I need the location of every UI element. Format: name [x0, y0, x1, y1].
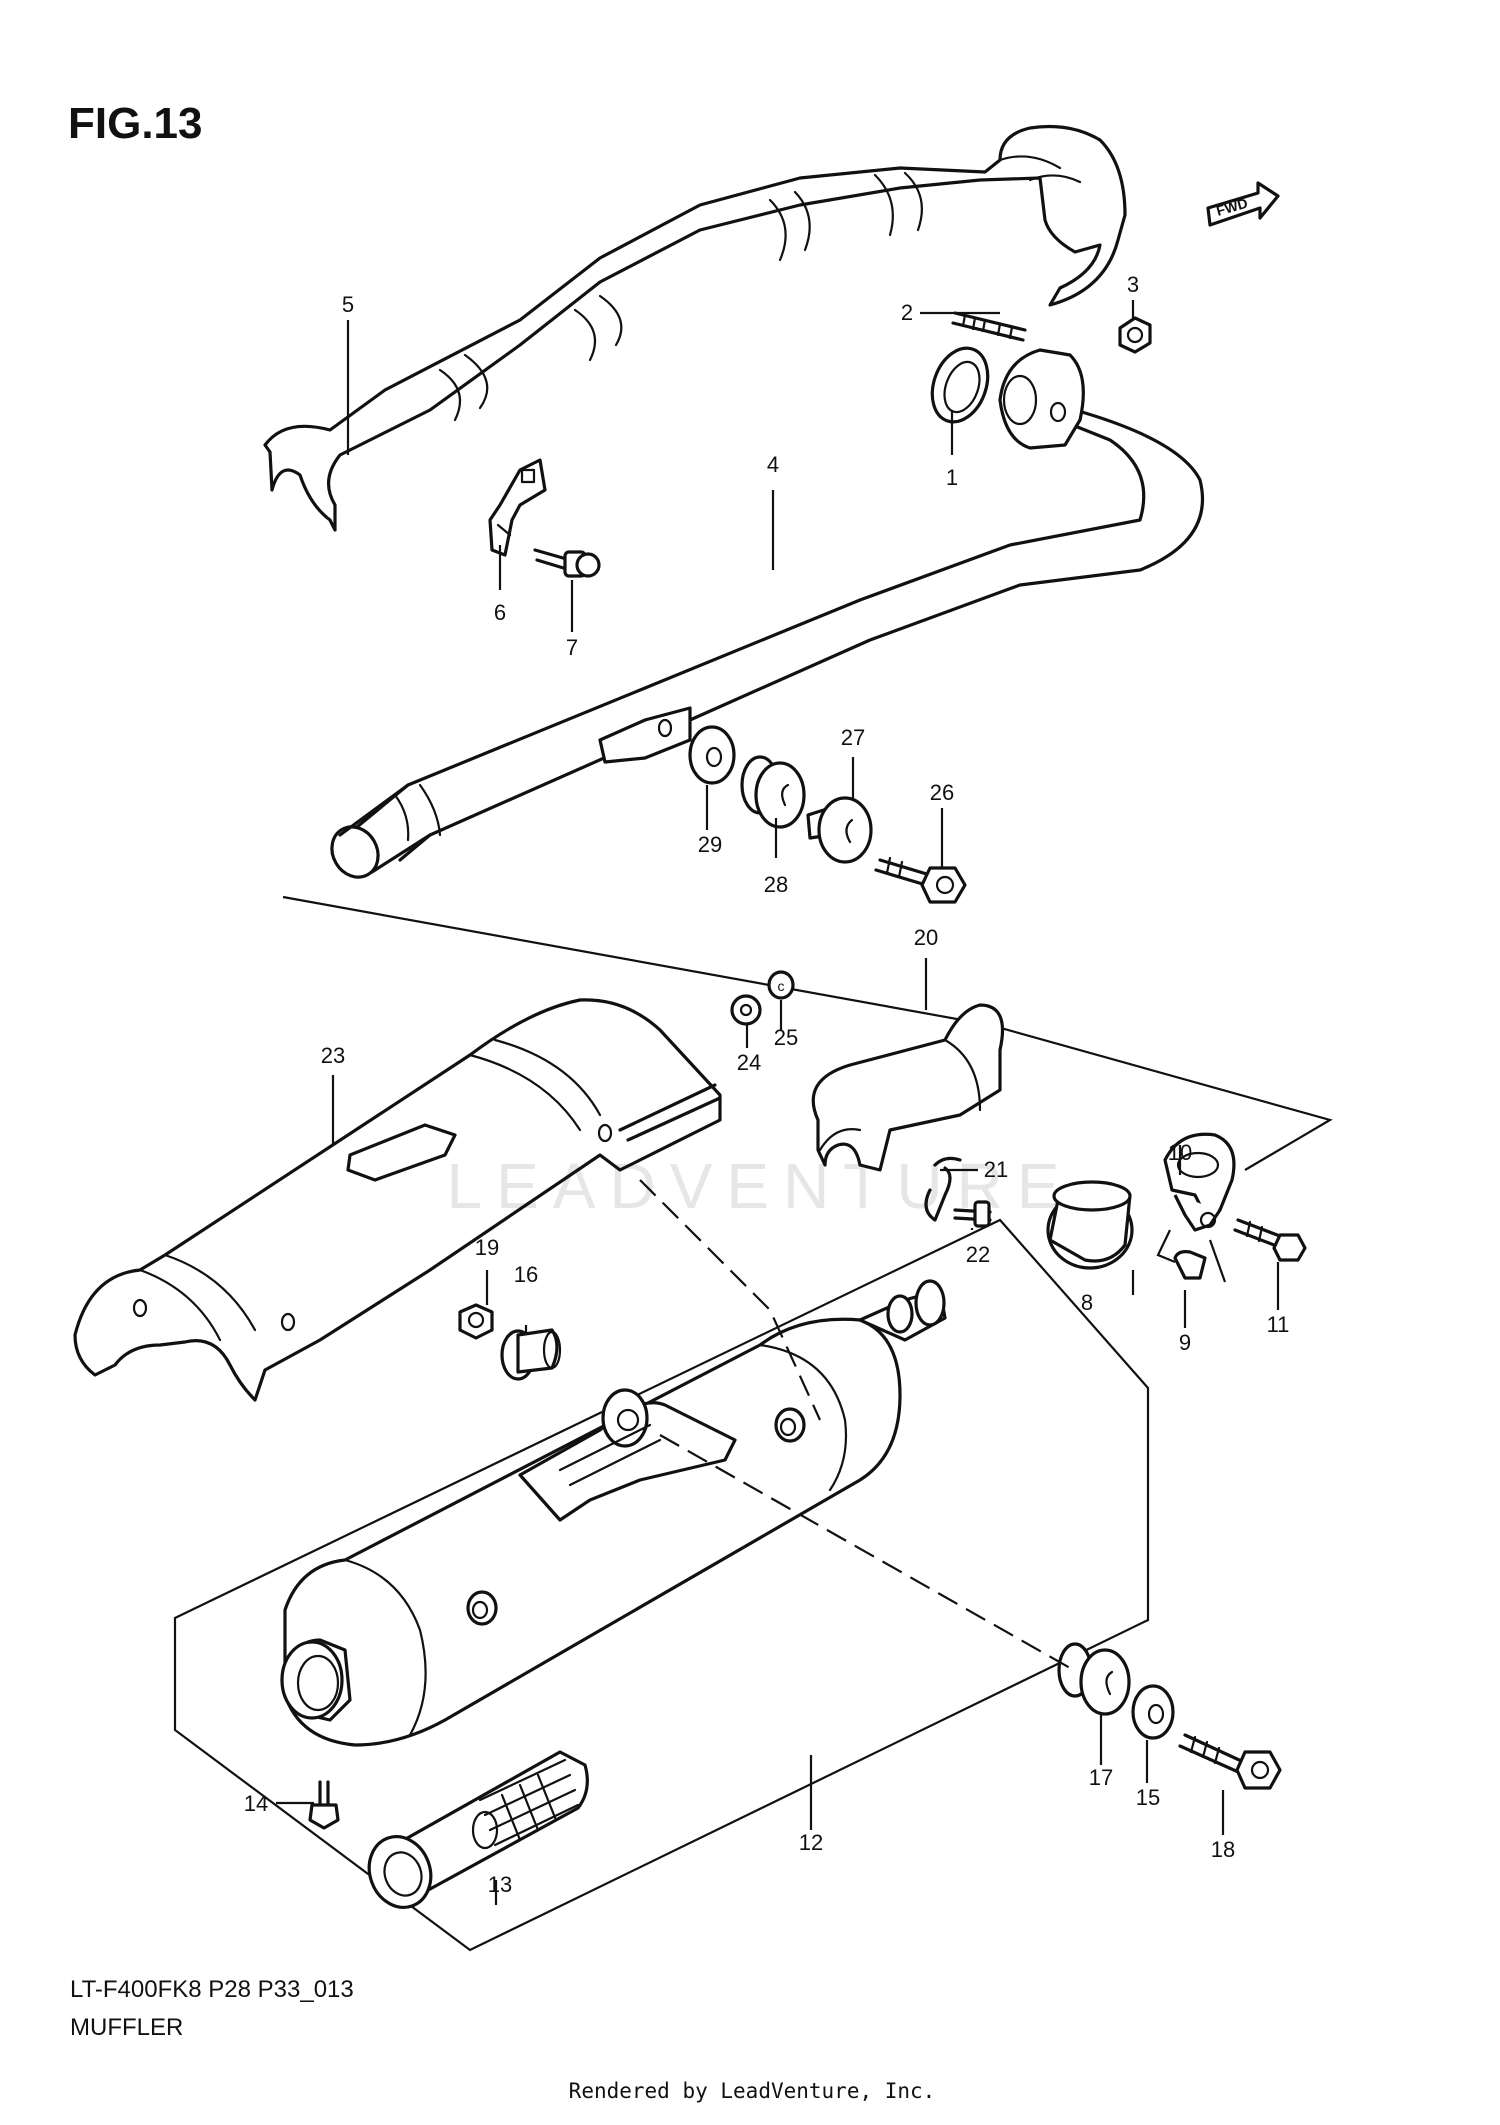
part-17-grommet	[1057, 1642, 1131, 1716]
callout-27: 27	[841, 725, 865, 750]
callout-21: 21	[984, 1157, 1008, 1182]
part-20-clamp-pipe	[811, 1003, 1005, 1172]
exhaust-flange	[998, 348, 1085, 450]
part-14-bolt	[308, 1780, 340, 1830]
callout-16: 16	[514, 1262, 538, 1287]
assembly-guide-line-2	[659, 1434, 1071, 1669]
part-4-exhaust-pipe	[330, 393, 1205, 879]
part-10-clamp	[1163, 1132, 1236, 1232]
rendered-by-credit: Rendered by LeadVenture, Inc.	[569, 2079, 936, 2103]
forward-direction-icon: FWD	[1206, 181, 1280, 227]
callout-28: 28	[764, 872, 788, 897]
callout-20: 20	[914, 925, 938, 950]
callout-2: 2	[901, 300, 913, 325]
part-3-nut	[1118, 316, 1152, 354]
callout-10: 10	[1168, 1140, 1192, 1165]
callout-numbers: 1 2 3 4 5 6 7 8 9 10 11 12 13 14 15 16 1…	[244, 272, 1290, 1897]
part-28-grommet	[740, 755, 806, 829]
assembly-guide-line-1	[639, 1179, 822, 1421]
part-24-washer	[730, 994, 762, 1026]
part-12-muffler	[280, 1279, 947, 1747]
part-5-exhaust-pipe-cover	[263, 124, 1127, 532]
callout-8: 8	[1081, 1290, 1093, 1315]
part-21-clip	[924, 1156, 962, 1222]
callout-12: 12	[799, 1830, 823, 1855]
muffler-group-outline	[173, 1218, 1150, 1952]
part-11-bolt	[1233, 1218, 1307, 1262]
callout-23: 23	[321, 1043, 345, 1068]
leader-lines	[276, 300, 1280, 1905]
callout-14: 14	[244, 1791, 268, 1816]
callout-17: 17	[1089, 1765, 1113, 1790]
part-16-bushing	[500, 1328, 562, 1381]
assembly-boundary-line	[282, 895, 1333, 1171]
model-code: LT-F400FK8 P28 P33_013	[70, 1976, 354, 2003]
part-22-bolt	[953, 1200, 992, 1228]
part-18-bolt	[1178, 1733, 1282, 1790]
part-9-spacer	[1156, 1229, 1227, 1283]
callout-7: 7	[566, 635, 578, 660]
callout-18: 18	[1211, 1837, 1235, 1862]
part-6-cover-bracket	[488, 458, 547, 557]
part-15-washer	[1131, 1684, 1175, 1740]
part-27-collar	[806, 796, 873, 864]
part-19-nut	[458, 1303, 494, 1340]
part-29-washer	[688, 725, 736, 785]
section-name: MUFFLER	[70, 2014, 183, 2041]
part-8-sleeve	[1046, 1180, 1134, 1270]
callout-11: 11	[1267, 1312, 1290, 1337]
callout-5: 5	[342, 292, 354, 317]
callout-3: 3	[1127, 272, 1139, 297]
callout-22: 22	[966, 1242, 990, 1267]
part-1-gasket	[930, 346, 990, 424]
part-26-bolt	[874, 856, 967, 904]
callout-15: 15	[1136, 1785, 1160, 1810]
callout-25: 25	[774, 1025, 798, 1050]
svg-text:c: c	[778, 978, 785, 994]
part-7-bolt	[533, 548, 601, 578]
callout-6: 6	[494, 600, 506, 625]
callout-4: 4	[767, 452, 779, 477]
part-23-muffler-cover	[73, 998, 722, 1402]
part-13-spark-arrester	[367, 1750, 589, 1909]
callout-9: 9	[1179, 1330, 1191, 1355]
callout-26: 26	[930, 780, 954, 805]
callout-1: 1	[946, 465, 958, 490]
callout-13: 13	[488, 1872, 512, 1897]
figure-title: FIG.13	[68, 99, 203, 148]
callout-29: 29	[698, 832, 722, 857]
part-25-nut: c	[767, 970, 795, 1000]
callout-19: 19	[475, 1235, 499, 1260]
part-2-stud-bolt	[951, 311, 1027, 342]
callout-24: 24	[737, 1050, 761, 1075]
